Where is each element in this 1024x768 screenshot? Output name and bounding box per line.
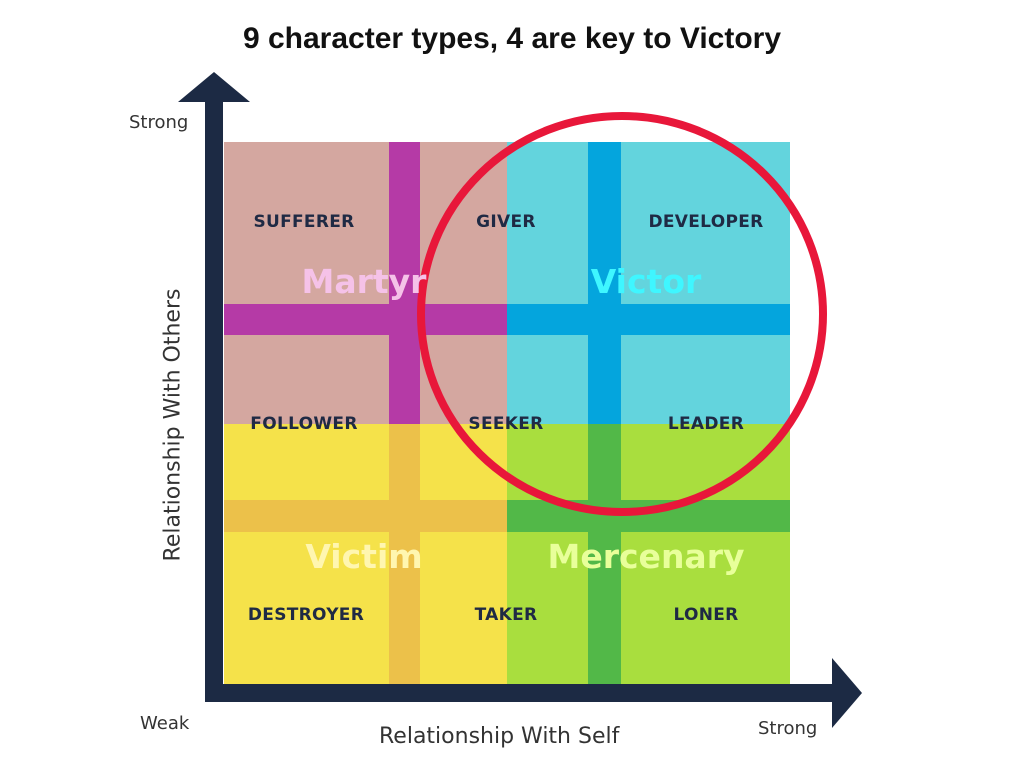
victor-horizontal-band bbox=[507, 304, 790, 335]
mercenary-vertical-band bbox=[588, 424, 621, 685]
type-label-loner: LONER bbox=[673, 605, 739, 625]
type-label-leader: LEADER bbox=[667, 414, 745, 434]
x-axis-line bbox=[205, 684, 835, 702]
x-axis-strong-label: Strong bbox=[758, 718, 818, 739]
group-label-mercenary: Mercenary bbox=[547, 537, 745, 576]
type-label-taker: TAKER bbox=[474, 605, 538, 625]
victim-horizontal-band bbox=[224, 500, 507, 532]
type-label-seeker: SEEKER bbox=[468, 414, 544, 434]
group-label-martyr: Martyr bbox=[301, 262, 427, 301]
group-label-victim: Victim bbox=[305, 537, 423, 576]
x-axis-arrowhead bbox=[832, 658, 862, 728]
victim-region bbox=[224, 424, 507, 685]
victory-highlight-circle bbox=[417, 112, 827, 516]
y-axis-arrowhead bbox=[178, 72, 250, 102]
type-label-destroyer: DESTROYER bbox=[247, 605, 365, 625]
y-axis-label: Relationship With Others bbox=[160, 288, 186, 562]
page-title: 9 character types, 4 are key to Victory bbox=[242, 22, 782, 55]
group-label-victor: Victor bbox=[590, 262, 702, 301]
victor-vertical-band bbox=[588, 142, 621, 424]
victim-vertical-band bbox=[389, 424, 420, 685]
mercenary-horizontal-band bbox=[507, 500, 790, 532]
martyr-region bbox=[224, 142, 507, 424]
victor-region bbox=[507, 142, 790, 424]
x-axis-label: Relationship With Self bbox=[379, 724, 620, 749]
type-label-giver: GIVER bbox=[476, 212, 536, 232]
type-label-follower: FOLLOWER bbox=[250, 414, 358, 434]
y-axis-strong-label: Strong bbox=[129, 112, 189, 133]
origin-weak-label: Weak bbox=[140, 713, 190, 734]
type-label-developer: DEVELOPER bbox=[648, 212, 764, 232]
type-label-sufferer: SUFFERER bbox=[253, 212, 355, 232]
y-axis-line bbox=[205, 100, 223, 700]
martyr-horizontal-band bbox=[224, 304, 507, 335]
martyr-vertical-band bbox=[389, 142, 420, 424]
